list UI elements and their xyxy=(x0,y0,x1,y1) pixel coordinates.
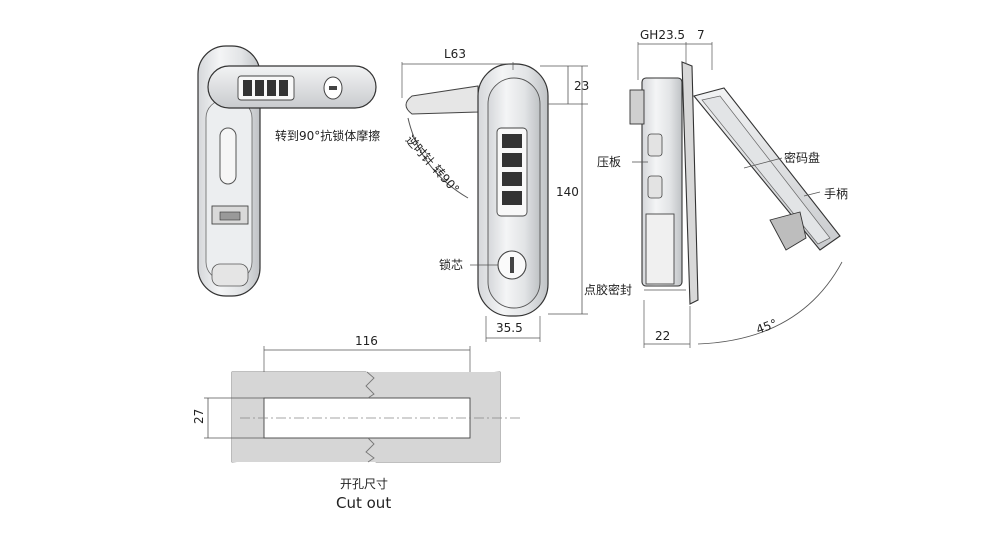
cutout-en-label: Cut out xyxy=(336,494,391,512)
side-view-handle-hook xyxy=(769,211,807,251)
break-line-top xyxy=(365,371,375,399)
rotate-note-label: 转到90°抗锁体摩擦 xyxy=(275,128,380,143)
side-view-panel xyxy=(681,61,699,305)
front-view-ghost-handle xyxy=(405,85,479,115)
side-view-clamp-2 xyxy=(647,175,663,199)
break-line-bottom xyxy=(365,437,375,463)
rotated-handle-code-wheels xyxy=(243,80,288,96)
rotated-view-bottom-plate xyxy=(211,263,249,287)
code-dial-leader xyxy=(743,157,783,169)
dim-35-5: 35.5 xyxy=(496,321,523,335)
pressure-plate-label: 压板 xyxy=(597,155,621,169)
handle-leader xyxy=(803,191,821,197)
rotated-view: 转到90°抗锁体摩擦 xyxy=(197,45,380,297)
glue-seal-label: 点胶密封 xyxy=(584,282,632,297)
rotated-handle-keyhole xyxy=(329,86,337,90)
dim-140: 140 xyxy=(556,185,579,199)
dim-GH23-5: GH23.5 xyxy=(640,28,685,42)
rotated-view-slot xyxy=(219,127,237,185)
front-view: 逆时针 转90° 锁芯 L63 23 140 35.5 xyxy=(401,47,589,342)
front-view-code-wheels xyxy=(502,134,522,205)
code-dial-label: 密码盘 xyxy=(784,150,820,165)
cutout-cn-label: 开孔尺寸 xyxy=(340,477,388,491)
dim-45-deg: 45° xyxy=(754,316,779,336)
dim-22: 22 xyxy=(655,329,670,343)
side-view-lower-housing xyxy=(645,213,675,285)
dim-27: 27 xyxy=(192,409,206,424)
rotated-view-face xyxy=(205,99,253,281)
handle-label: 手柄 xyxy=(824,187,848,201)
ccw-note-label: 逆时针 转90° xyxy=(403,132,463,196)
cutout-view: 116 27 开孔尺寸 Cut out xyxy=(192,334,520,512)
side-view-clamp-1 xyxy=(647,133,663,157)
dim-L63: L63 xyxy=(444,47,466,61)
front-view-keyhole xyxy=(510,257,514,273)
angle-arc xyxy=(697,261,843,345)
lock-core-label: 锁芯 xyxy=(439,257,463,272)
side-view: 压板 密码盘 手柄 点胶密封 GH23.5 7 22 45° xyxy=(584,28,848,348)
side-view-open-handle-face xyxy=(701,95,831,245)
dim-7: 7 xyxy=(697,28,705,42)
ccw-arc xyxy=(407,117,469,199)
rotated-view-latch-inner xyxy=(219,211,241,221)
dim-116: 116 xyxy=(355,334,378,348)
side-view-nut xyxy=(629,89,645,125)
